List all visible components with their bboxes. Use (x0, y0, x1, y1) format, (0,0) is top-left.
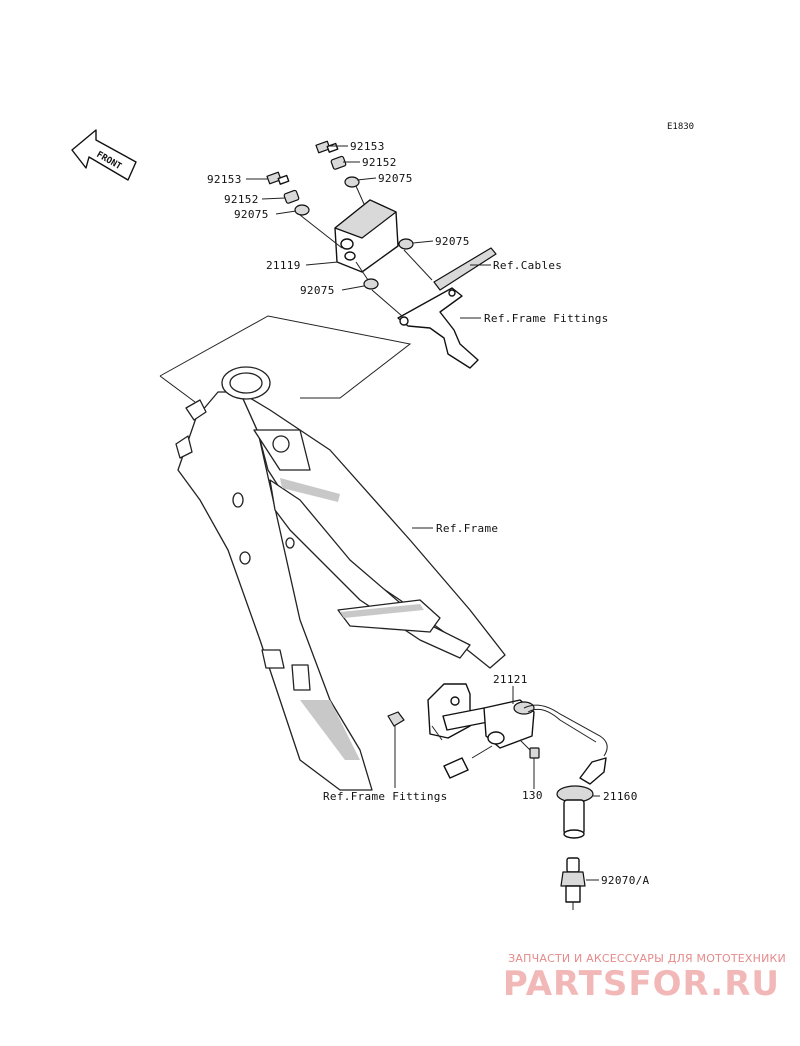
watermark-logo: PARTSFOR.RU (502, 964, 780, 1004)
callout-92075-right: 92075 (435, 235, 470, 248)
callout-92075-lower: 92075 (300, 284, 335, 297)
spark-plug-92070a (560, 857, 586, 910)
grommet-92075-lower (363, 278, 379, 290)
front-arrow-icon: FRONT (71, 129, 137, 181)
mounting-bracket (397, 287, 479, 369)
leader-lines-upper (246, 145, 491, 319)
leader-lines-lower (394, 686, 600, 881)
frame-fittings-nut (387, 711, 405, 727)
bolt-130 (529, 747, 540, 785)
callout-92152-top: 92152 (362, 156, 397, 169)
bolt-92153-top (315, 140, 339, 154)
grommet-92075-top (344, 176, 360, 188)
callout-21119: 21119 (266, 259, 301, 272)
spark-plug-cap-21160 (556, 757, 607, 839)
coil-connector (443, 745, 493, 779)
grommet-92075-right (398, 238, 414, 250)
callout-21121: 21121 (493, 673, 528, 686)
callout-92153-top: 92153 (350, 140, 385, 153)
watermark-tagline: ЗАПЧАСТИ И АКСЕССУАРЫ ДЛЯ МОТОТЕХНИКИ (508, 952, 786, 965)
callout-92075-left: 92075 (234, 208, 269, 221)
callout-92153-left: 92153 (207, 173, 242, 186)
callout-92152-left: 92152 (224, 193, 259, 206)
ignition-coil-21121 (483, 699, 608, 757)
diagram-code: E1830 (667, 122, 694, 132)
cable-strip (433, 247, 497, 291)
callout-ref-frame-fittings-bottom: Ref.Frame Fittings (323, 790, 448, 803)
cdi-unit-21119 (334, 199, 399, 273)
frame-body (175, 366, 506, 791)
bolt-92153-left (266, 171, 290, 185)
frame-reference-box (159, 315, 412, 399)
callout-ref-frame: Ref.Frame (436, 522, 498, 535)
collar-92152-top (330, 155, 347, 170)
coil-bracket (427, 683, 489, 739)
callout-130: 130 (522, 789, 543, 802)
callout-21160: 21160 (603, 790, 638, 803)
callout-ref-cables: Ref.Cables (493, 259, 562, 272)
collar-92152-left (283, 189, 300, 204)
callout-92075-top: 92075 (378, 172, 413, 185)
callout-ref-frame-fittings-top: Ref.Frame Fittings (484, 312, 609, 325)
grommet-92075-left (294, 204, 310, 216)
callout-92070a: 92070/A (601, 874, 650, 887)
alignment-lines (299, 185, 433, 317)
